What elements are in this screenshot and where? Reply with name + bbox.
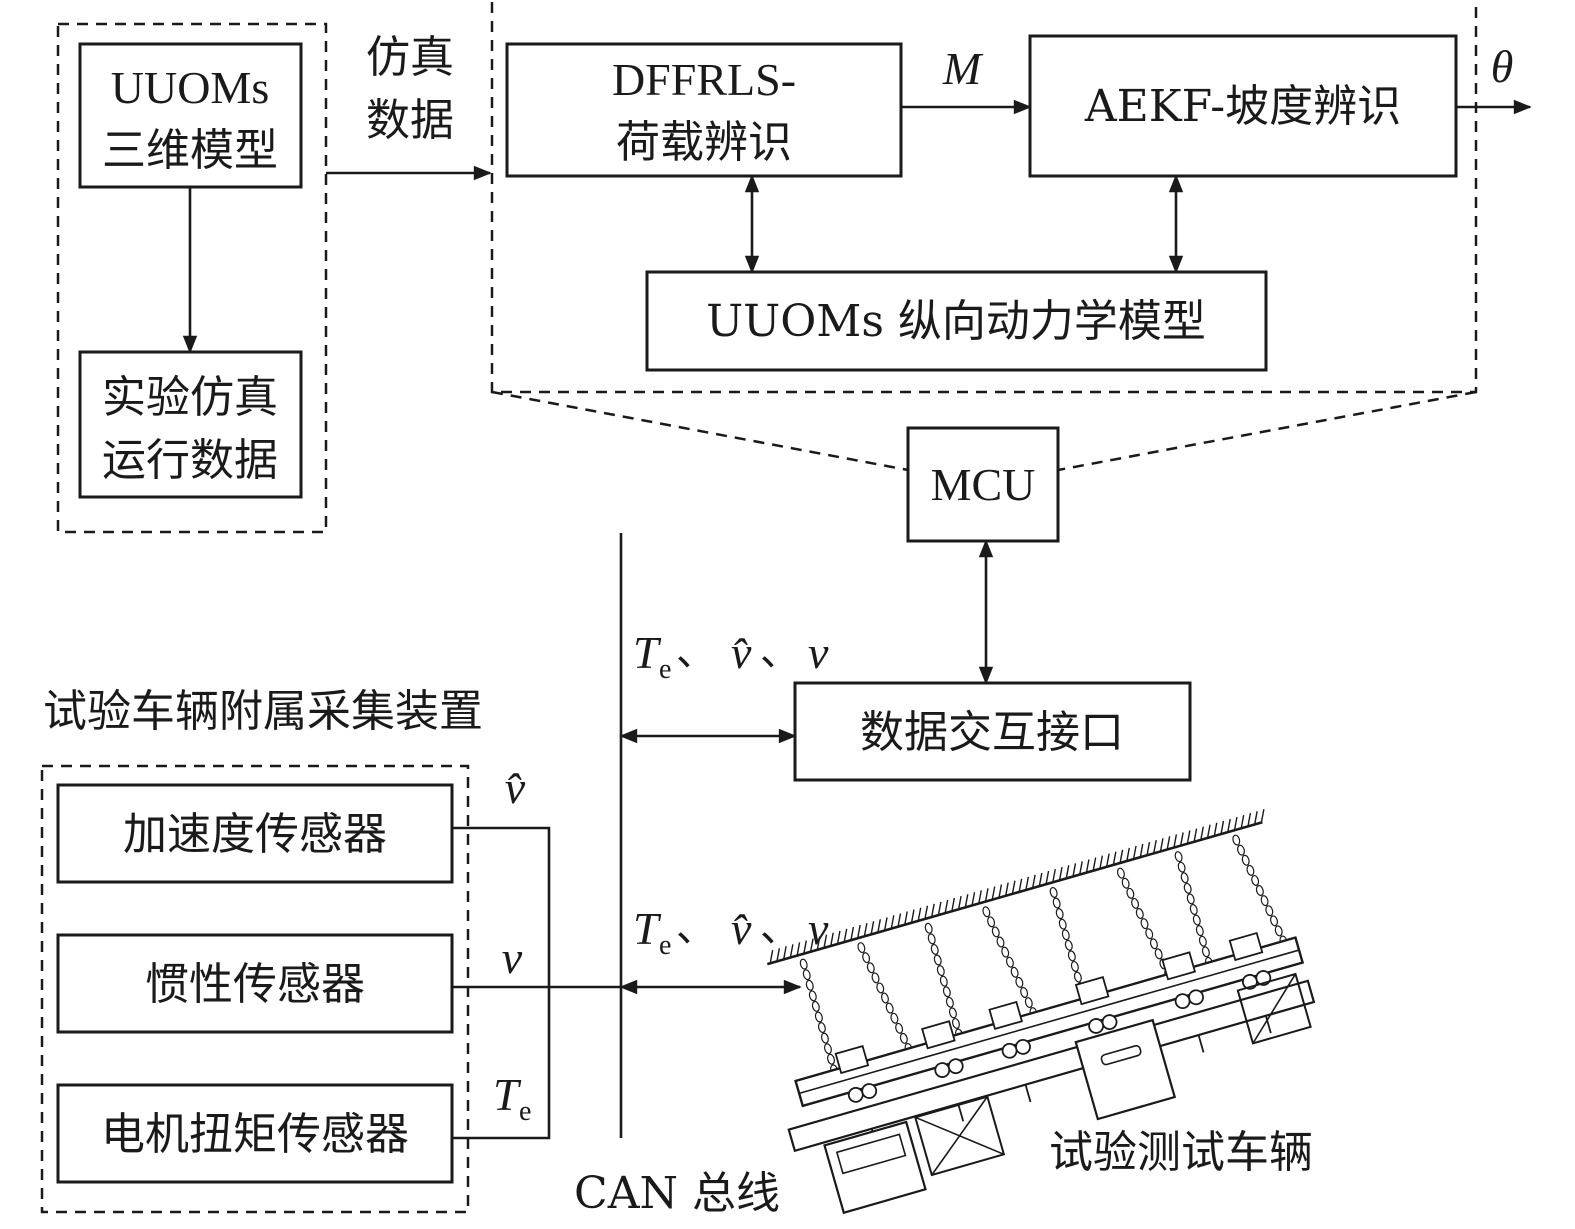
longitudinal-dynamics-model-box <box>645 270 1268 372</box>
svg-text:v̂: v̂ <box>731 903 752 954</box>
aekf-label: AEKF-坡度辨识 <box>1084 81 1401 132</box>
svg-text:T: T <box>633 627 662 678</box>
svg-text:T: T <box>493 1069 522 1120</box>
signal-label-upper: T e 、 v̂ 、 v <box>633 627 829 685</box>
svg-text:T: T <box>633 903 662 954</box>
inertial-sensor-box <box>56 933 454 1034</box>
longitudinal-dynamics-model-label: UUOMs 纵向动力学模型 <box>706 296 1206 347</box>
svg-text:v: v <box>808 903 829 954</box>
svg-text:e: e <box>519 1096 531 1127</box>
svg-text:、: 、 <box>760 905 800 951</box>
sensor-v-label: v <box>502 932 523 983</box>
experimental-data-box <box>78 350 303 499</box>
dffrls-line2: 荷载辨识 <box>616 117 792 168</box>
aekf-slope-identification-box <box>1028 34 1458 178</box>
simulation-data-label-line2: 数据 <box>366 95 454 146</box>
zoom-line-right <box>1057 390 1477 472</box>
dffrls-load-identification-box <box>505 42 903 178</box>
svg-text:、: 、 <box>676 905 716 951</box>
sensor-te-label: T e <box>493 1069 531 1127</box>
test-vehicle-label: 试验测试车辆 <box>1049 1127 1313 1178</box>
simulation-group-frame <box>56 22 328 534</box>
m-label: M <box>942 43 984 94</box>
svg-text:v̂: v̂ <box>731 627 752 678</box>
zoom-line-left <box>491 390 909 472</box>
data-interaction-interface-box <box>793 681 1192 782</box>
signal-label-lower: T e 、 v̂ 、 v <box>633 903 829 961</box>
identification-group-frame <box>490 2 1478 394</box>
svg-text:e: e <box>659 654 671 685</box>
acceleration-sensor-wire <box>452 826 551 1140</box>
mcu-label: MCU <box>931 459 1036 510</box>
svg-text:v: v <box>808 627 829 678</box>
acceleration-sensor-box <box>56 783 454 884</box>
svg-text:、: 、 <box>760 629 800 675</box>
experimental-data-line2: 运行数据 <box>102 435 278 486</box>
sensor-vhat-label: v̂ <box>505 762 526 813</box>
uuoms-3d-model-line1: UUOMs <box>111 62 269 113</box>
mcu-box <box>906 426 1060 543</box>
motor-torque-sensor-box <box>56 1083 454 1184</box>
can-bus-label: CAN 总线 <box>574 1168 780 1219</box>
experimental-data-line1: 实验仿真 <box>102 372 278 423</box>
data-interaction-interface-label: 数据交互接口 <box>860 707 1124 758</box>
acquisition-title: 试验车辆附属采集装置 <box>43 686 483 737</box>
svg-text:、: 、 <box>676 629 716 675</box>
svg-text:e: e <box>659 930 671 961</box>
dffrls-line1: DFFRLS- <box>612 54 796 105</box>
inertial-sensor-label: 惯性传感器 <box>145 959 365 1010</box>
test-vehicle-illustration <box>766 809 1316 1215</box>
acceleration-sensor-label: 加速度传感器 <box>123 809 387 860</box>
acquisition-group-frame <box>40 764 470 1214</box>
simulation-data-label-line1: 仿真 <box>366 32 454 83</box>
motor-torque-sensor-label: 电机扭矩传感器 <box>101 1109 409 1160</box>
uuoms-3d-model-line2: 三维模型 <box>102 125 278 176</box>
theta-label: θ <box>1491 41 1514 92</box>
